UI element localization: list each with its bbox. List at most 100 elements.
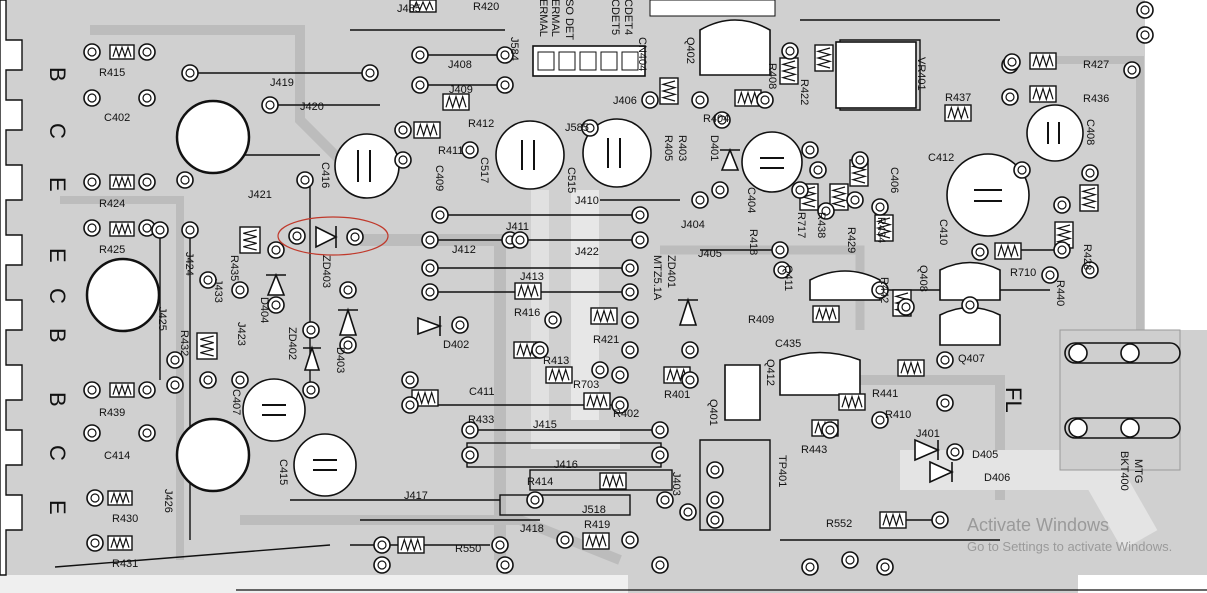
label-j403: J403 xyxy=(670,472,682,496)
label-r412: R412 xyxy=(468,118,494,130)
solder-pad-hole xyxy=(425,287,435,297)
label-r710: R710 xyxy=(1010,267,1036,279)
label-r411: R411 xyxy=(438,145,463,157)
solder-pad-hole xyxy=(465,450,475,460)
solder-pad-hole xyxy=(625,263,635,273)
solder-pad-hole xyxy=(635,210,645,220)
solder-pad-hole xyxy=(343,285,353,295)
resistor-zigzag xyxy=(660,80,678,102)
solder-pad-hole xyxy=(805,562,815,572)
resistor-zigzag xyxy=(414,390,436,406)
label-r424: R424 xyxy=(99,198,125,210)
solder-pad-hole xyxy=(875,285,885,295)
label-top-5: CDET5 xyxy=(609,0,621,35)
solder-pad-hole xyxy=(142,47,152,57)
solder-pad-hole xyxy=(845,555,855,565)
label-q401: Q401 xyxy=(707,399,719,426)
resistor-zigzag xyxy=(112,175,132,189)
solder-pad-hole xyxy=(87,385,97,395)
resistor-zigzag xyxy=(112,222,132,236)
label-j405: J405 xyxy=(698,248,722,260)
label-r425: R425 xyxy=(99,244,125,256)
solder-pad-hole xyxy=(343,340,353,350)
label-top-4: CDET4 xyxy=(622,0,634,35)
solder-pad-hole xyxy=(655,450,665,460)
label-j425: J425 xyxy=(156,307,168,331)
label-c416: C416 xyxy=(319,162,331,188)
solder-pad-hole xyxy=(710,515,720,525)
label-r440: R440 xyxy=(1054,280,1066,306)
transistors xyxy=(699,19,1001,421)
resistor-zigzag xyxy=(412,0,434,12)
label-q408: Q408 xyxy=(917,265,929,292)
resistor-zigzag xyxy=(666,367,688,383)
highlight-ellipse xyxy=(277,216,389,256)
solder-pad-hole xyxy=(170,380,180,390)
label-r409: R409 xyxy=(748,314,774,326)
solder-pad-hole xyxy=(465,145,475,155)
label-j401: J401 xyxy=(916,428,940,440)
solder-pad-hole xyxy=(717,115,727,125)
resistor-zigzag xyxy=(400,537,422,553)
solder-pad-hole xyxy=(965,300,975,310)
label-c409: C409 xyxy=(433,165,445,191)
resistor-zigzag xyxy=(517,283,539,299)
label-j418: J418 xyxy=(520,523,544,535)
label-r442: R442 xyxy=(878,277,890,303)
edge-letter: B xyxy=(45,67,70,82)
label-r404: R404 xyxy=(703,113,729,125)
label-d401: D401 xyxy=(708,135,720,161)
label-zd401: ZD401 xyxy=(665,255,677,288)
label-d405: D405 xyxy=(972,449,998,461)
solder-pad-hole xyxy=(142,93,152,103)
solder-pad-hole xyxy=(350,232,360,242)
solder-pad-hole xyxy=(500,560,510,570)
solder-pad-hole xyxy=(660,495,670,505)
solder-pad-hole xyxy=(821,206,831,216)
solder-pad-hole xyxy=(615,370,625,380)
resistor-body xyxy=(196,332,218,360)
resistor-body xyxy=(239,226,261,254)
solder-pad-hole xyxy=(90,493,100,503)
solder-pad-hole xyxy=(306,385,316,395)
label-r428: R428 xyxy=(1081,244,1093,270)
resistor-zigzag xyxy=(593,308,615,324)
solder-pad-hole xyxy=(235,285,245,295)
edge-letter: E xyxy=(45,500,70,515)
label-r405: R405 xyxy=(662,135,674,161)
label-r431: R431 xyxy=(112,558,138,570)
solder-pad-hole xyxy=(306,325,316,335)
resistor-zigzag xyxy=(1032,53,1054,69)
label-r429: R429 xyxy=(845,227,857,253)
label-j411: J411 xyxy=(506,221,529,233)
solder-pad-hole xyxy=(365,68,375,78)
label-d406: D406 xyxy=(984,472,1010,484)
solder-pad-hole xyxy=(155,225,165,235)
resistor-zigzag xyxy=(850,162,868,184)
label-r415: R415 xyxy=(99,67,125,79)
activation-watermark: Activate Windows Go to Settings to activ… xyxy=(967,515,1172,554)
resistor-zigzag xyxy=(1055,224,1073,246)
label-zd402: ZD402 xyxy=(286,327,298,360)
edge-letters: B C E E C B B C E xyxy=(45,67,70,515)
label-j518: J518 xyxy=(582,504,606,516)
solder-pad-hole xyxy=(655,560,665,570)
edge-letter: C xyxy=(45,288,70,304)
solder-pad-hole xyxy=(405,375,415,385)
label-r430: R430 xyxy=(112,513,138,525)
edge-connector xyxy=(0,0,23,576)
label-tp401: TP401 xyxy=(776,455,788,487)
solder-pad-hole xyxy=(935,515,945,525)
status-strip xyxy=(0,575,628,593)
solder-pad-hole xyxy=(625,345,635,355)
label-r414: R414 xyxy=(527,476,553,488)
label-j413: J413 xyxy=(520,271,544,283)
label-r413: R413 xyxy=(543,355,569,367)
solder-pad-hole xyxy=(901,302,911,312)
solder-pad-hole xyxy=(775,245,785,255)
label-r432: R432 xyxy=(178,330,190,356)
label-j433: J433 xyxy=(212,279,224,303)
label-j408: J408 xyxy=(448,59,472,71)
solder-pad-hole xyxy=(710,495,720,505)
